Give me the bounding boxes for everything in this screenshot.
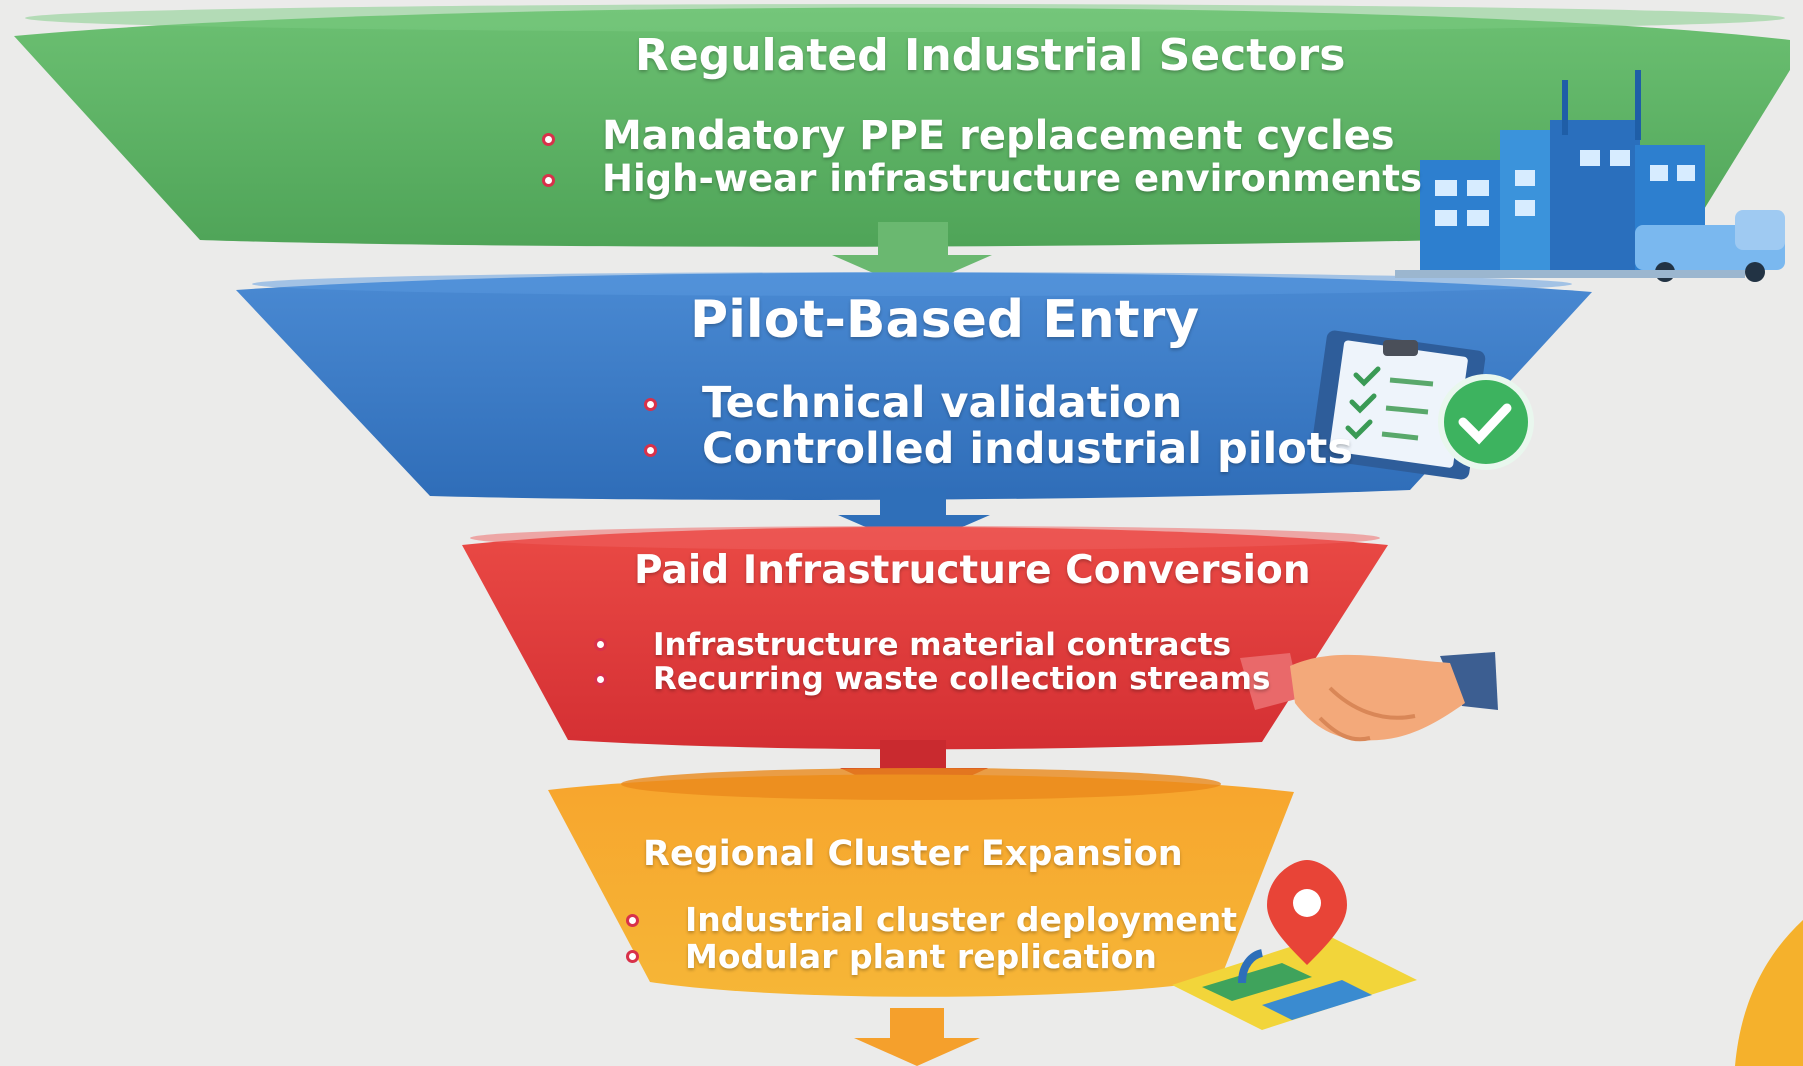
- stage-1-band: [14, 7, 1790, 247]
- stage-1-bullet-1: Mandatory PPE replacement cycles: [602, 113, 1395, 159]
- stage-1-bullet-dot-2: [542, 174, 555, 187]
- stage-1-bullet-2: High-wear infrastructure environments: [602, 157, 1422, 200]
- arrow-1: [832, 222, 992, 290]
- stage-4-bullet-dot-2: [626, 950, 639, 963]
- stage-3-bullet-2: Recurring waste collection streams: [653, 661, 1271, 697]
- stage-4-title: Regional Cluster Expansion: [643, 834, 1183, 874]
- stage-2-bullet-1: Technical validation: [702, 378, 1183, 428]
- handshake-icon: [1240, 652, 1498, 742]
- stage-4-bullet-2: Modular plant replication: [685, 937, 1157, 976]
- checklist-icon: [1310, 330, 1534, 480]
- stage-2-band: [236, 272, 1592, 500]
- stage-2-title: Pilot-Based Entry: [690, 290, 1200, 350]
- stage-2-bullet-2: Controlled industrial pilots: [702, 424, 1353, 474]
- arrow-4: [854, 1008, 980, 1066]
- corner-decoration: [1735, 920, 1803, 1066]
- stage-1-bullet-dot-1: [542, 133, 555, 146]
- stage-4-bullet-1: Industrial cluster deployment: [685, 900, 1238, 939]
- map-pin-icon: [1172, 860, 1417, 1030]
- stage-2-bullet-dot-1: [644, 398, 657, 411]
- stage-4-bullet-dot-1: [626, 914, 639, 927]
- stage-1-title: Regulated Industrial Sectors: [635, 30, 1346, 81]
- arrow-2: [838, 488, 990, 548]
- stage-2-bullet-dot-2: [644, 444, 657, 457]
- stage-3-bullet-dot-2: [594, 673, 607, 686]
- stage-3-band: [462, 526, 1388, 750]
- stage-3-title: Paid Infrastructure Conversion: [634, 548, 1311, 593]
- stage-3-bullet-1: Infrastructure material contracts: [653, 627, 1232, 663]
- stage-4-band: [548, 774, 1294, 997]
- stage-3-bullet-dot-1: [594, 638, 607, 651]
- factory-icon: [1395, 70, 1785, 282]
